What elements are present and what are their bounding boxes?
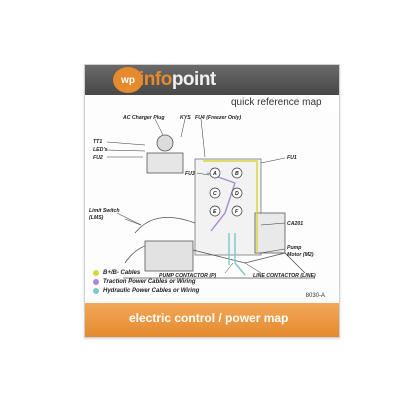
reference-card: wp infopoint quick reference map [84,64,340,338]
legend-item: Traction Power Cables or Wiring [93,277,199,286]
brand-prefix: info [139,69,172,90]
label-ac-charger-plug: AC Charger Plug [122,115,165,121]
legend-item: B+/B- Cables [93,268,199,277]
label-fu1: FU1 [287,155,297,161]
circle-b: B [235,171,239,177]
circle-c: C [213,191,217,197]
card-header: wp infopoint [85,65,339,95]
card-subtitle: quick reference map [231,97,322,108]
legend-label: Traction Power Cables or Wiring [103,278,196,285]
label-kys: KYS [180,115,191,121]
brand-name: infopoint [139,65,216,95]
label-ca201: CA201 [287,221,303,227]
legend-label: Hydraulic Power Cables or Wiring [103,287,200,294]
label-leds: LED's [93,147,108,153]
circle-f: F [235,209,239,215]
footer-title: electric control / power map [129,311,289,325]
label-pump-motor-1: Pump [287,245,301,251]
legend-dot-teal [93,287,99,294]
document-code: 8030-A [305,293,325,299]
label-limit-switch: Limit Switch [89,208,120,214]
label-lms: (LMS) [89,215,104,221]
subtitle-bar [225,95,339,113]
label-fu4: FU4 (Freezer Only) [195,115,241,121]
legend: B+/B- Cables Traction Power Cables or Wi… [93,268,199,295]
label-fu2: FU2 [93,155,103,161]
electrical-diagram: A B C D E F AC Charger Plug KYS FU4 (Fre… [89,115,316,279]
legend-dot-yellow [93,269,99,276]
circle-d: D [235,191,239,197]
label-pump-motor-2: Motor (M2) [287,252,314,258]
wp-logo-badge: wp [113,67,143,93]
card-footer: electric control / power map [85,303,339,337]
legend-label: B+/B- Cables [103,269,141,276]
legend-item: Hydraulic Power Cables or Wiring [93,286,199,295]
label-fu3: FU3 [185,171,195,177]
label-pump-contactor: PUMP CONTACTOR (P) [159,273,217,279]
circle-markers: A B C D E F [209,167,243,217]
label-tt1: TT1 [93,139,102,145]
brand-suffix: point [171,69,216,90]
legend-dot-purple [93,278,99,285]
circle-e: E [213,209,217,215]
label-line-contactor: LINE CONTACTOR (LINE) [253,273,316,279]
circle-a: A [212,171,217,177]
